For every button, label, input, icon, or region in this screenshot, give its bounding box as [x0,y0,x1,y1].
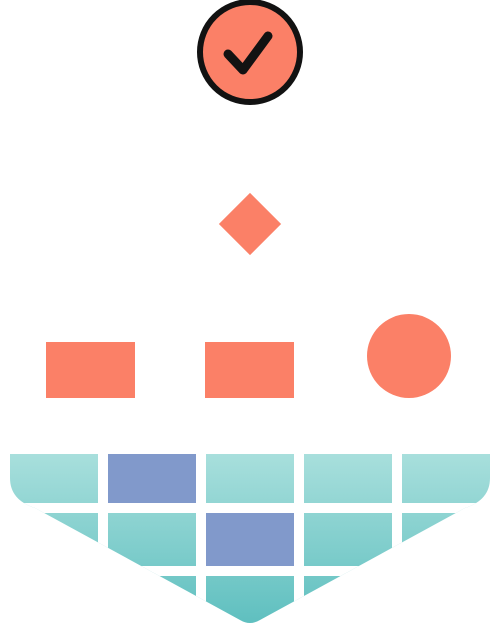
grid-cell-highlighted [108,454,196,503]
check-badge [197,0,303,105]
grid-cell-highlighted [206,513,294,566]
rectangle-shape-middle [205,342,294,398]
diamond-shape [218,192,282,256]
grid-highlights [108,454,294,566]
check-badge-circle [197,0,303,105]
checkmark-icon [223,31,273,75]
shield-grid [10,454,490,623]
rectangle-shape-left [46,342,135,398]
grid-lines [10,454,490,623]
circle-shape [367,314,451,398]
